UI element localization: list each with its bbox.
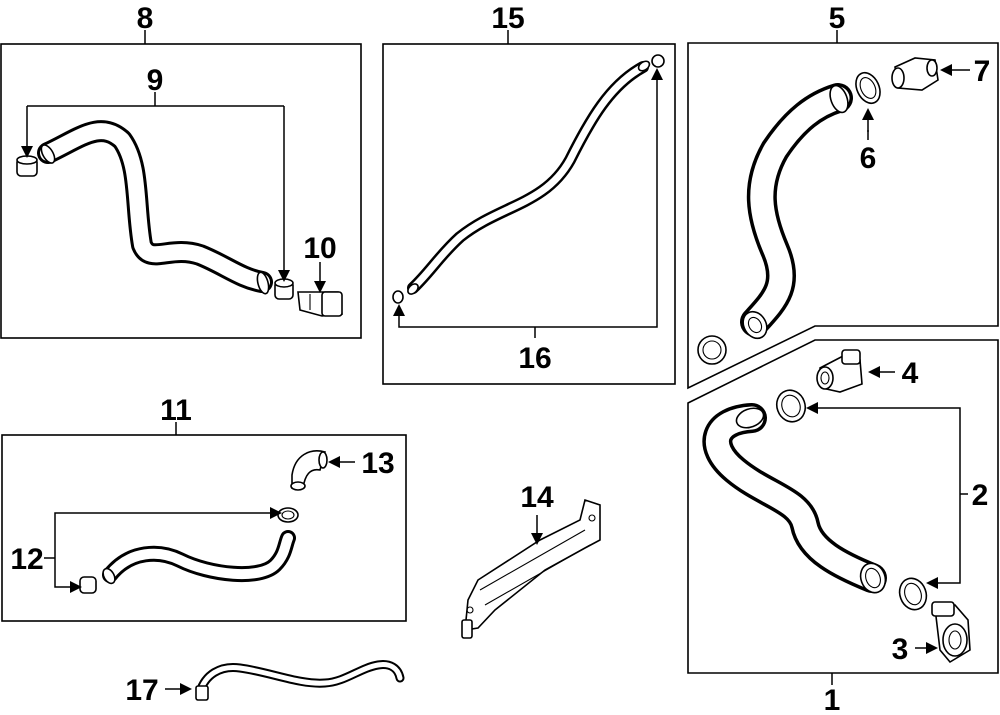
- arrow-16-left: [393, 304, 405, 316]
- connector-3: [931, 601, 971, 664]
- arrow-6: [862, 108, 874, 120]
- callout-11: 11: [160, 394, 192, 427]
- arrow-2-bottom: [926, 577, 938, 589]
- leader-12: [44, 512, 270, 588]
- arrow-12-bottom: [70, 581, 82, 593]
- bracket-14: [461, 498, 601, 639]
- hose-1: [702, 403, 887, 594]
- arrow-7: [940, 64, 952, 76]
- clamp-12-top: [277, 507, 299, 523]
- callout-1: 1: [824, 684, 841, 715]
- callout-6: 6: [860, 142, 877, 175]
- callout-15: 15: [491, 2, 524, 35]
- callout-2: 2: [972, 479, 989, 512]
- group-box-15: [382, 43, 676, 385]
- callout-7: 7: [974, 55, 991, 88]
- clamp-2-bottom: [898, 577, 928, 611]
- connector-13: [290, 450, 328, 491]
- callout-3: 3: [892, 633, 909, 666]
- hose-5: [740, 83, 853, 340]
- arrow-10: [314, 281, 326, 293]
- hose-11: [102, 530, 296, 585]
- callout-4: 4: [902, 357, 919, 390]
- clamp-12-bottom: [79, 576, 97, 594]
- connector-4: [816, 349, 863, 393]
- clamp-16-right: [651, 54, 665, 68]
- arrow-4: [868, 366, 880, 378]
- callout-12: 12: [10, 543, 43, 576]
- connector-7: [891, 57, 939, 91]
- leader-9: [26, 92, 285, 272]
- callout-13: 13: [361, 447, 394, 480]
- leader-16: [398, 80, 658, 338]
- arrow-17: [180, 683, 192, 695]
- callout-8: 8: [137, 2, 154, 35]
- group-box-8: [0, 43, 362, 339]
- clamp-6: [855, 71, 881, 105]
- callout-16: 16: [518, 342, 551, 375]
- arrow-14: [531, 533, 543, 545]
- clamp-2-top: [775, 389, 807, 423]
- arrow-16-right: [651, 68, 663, 80]
- arrow-12-top: [270, 507, 282, 519]
- hose-15: [407, 60, 651, 295]
- callout-17: 17: [125, 674, 158, 707]
- hose-8: [37, 120, 273, 295]
- arrow-9-left: [21, 146, 33, 158]
- clamp-16-left: [392, 290, 404, 304]
- callout-10: 10: [303, 232, 336, 265]
- group-box-11: [1, 434, 407, 622]
- arrow-13: [328, 456, 340, 468]
- clamp-5-bottom: [697, 335, 727, 365]
- hose-17: [195, 660, 405, 701]
- arrow-9-right: [278, 270, 290, 282]
- connector-10: [297, 291, 343, 317]
- arrow-2-top: [806, 402, 818, 414]
- leader-2: [818, 407, 968, 584]
- callout-5: 5: [829, 2, 846, 35]
- group-box-5: [687, 42, 999, 390]
- callout-9: 9: [147, 64, 164, 97]
- group-box-1: [687, 339, 999, 674]
- clamp-9-left: [16, 155, 38, 177]
- callout-14: 14: [520, 481, 554, 514]
- arrow-3: [926, 642, 938, 654]
